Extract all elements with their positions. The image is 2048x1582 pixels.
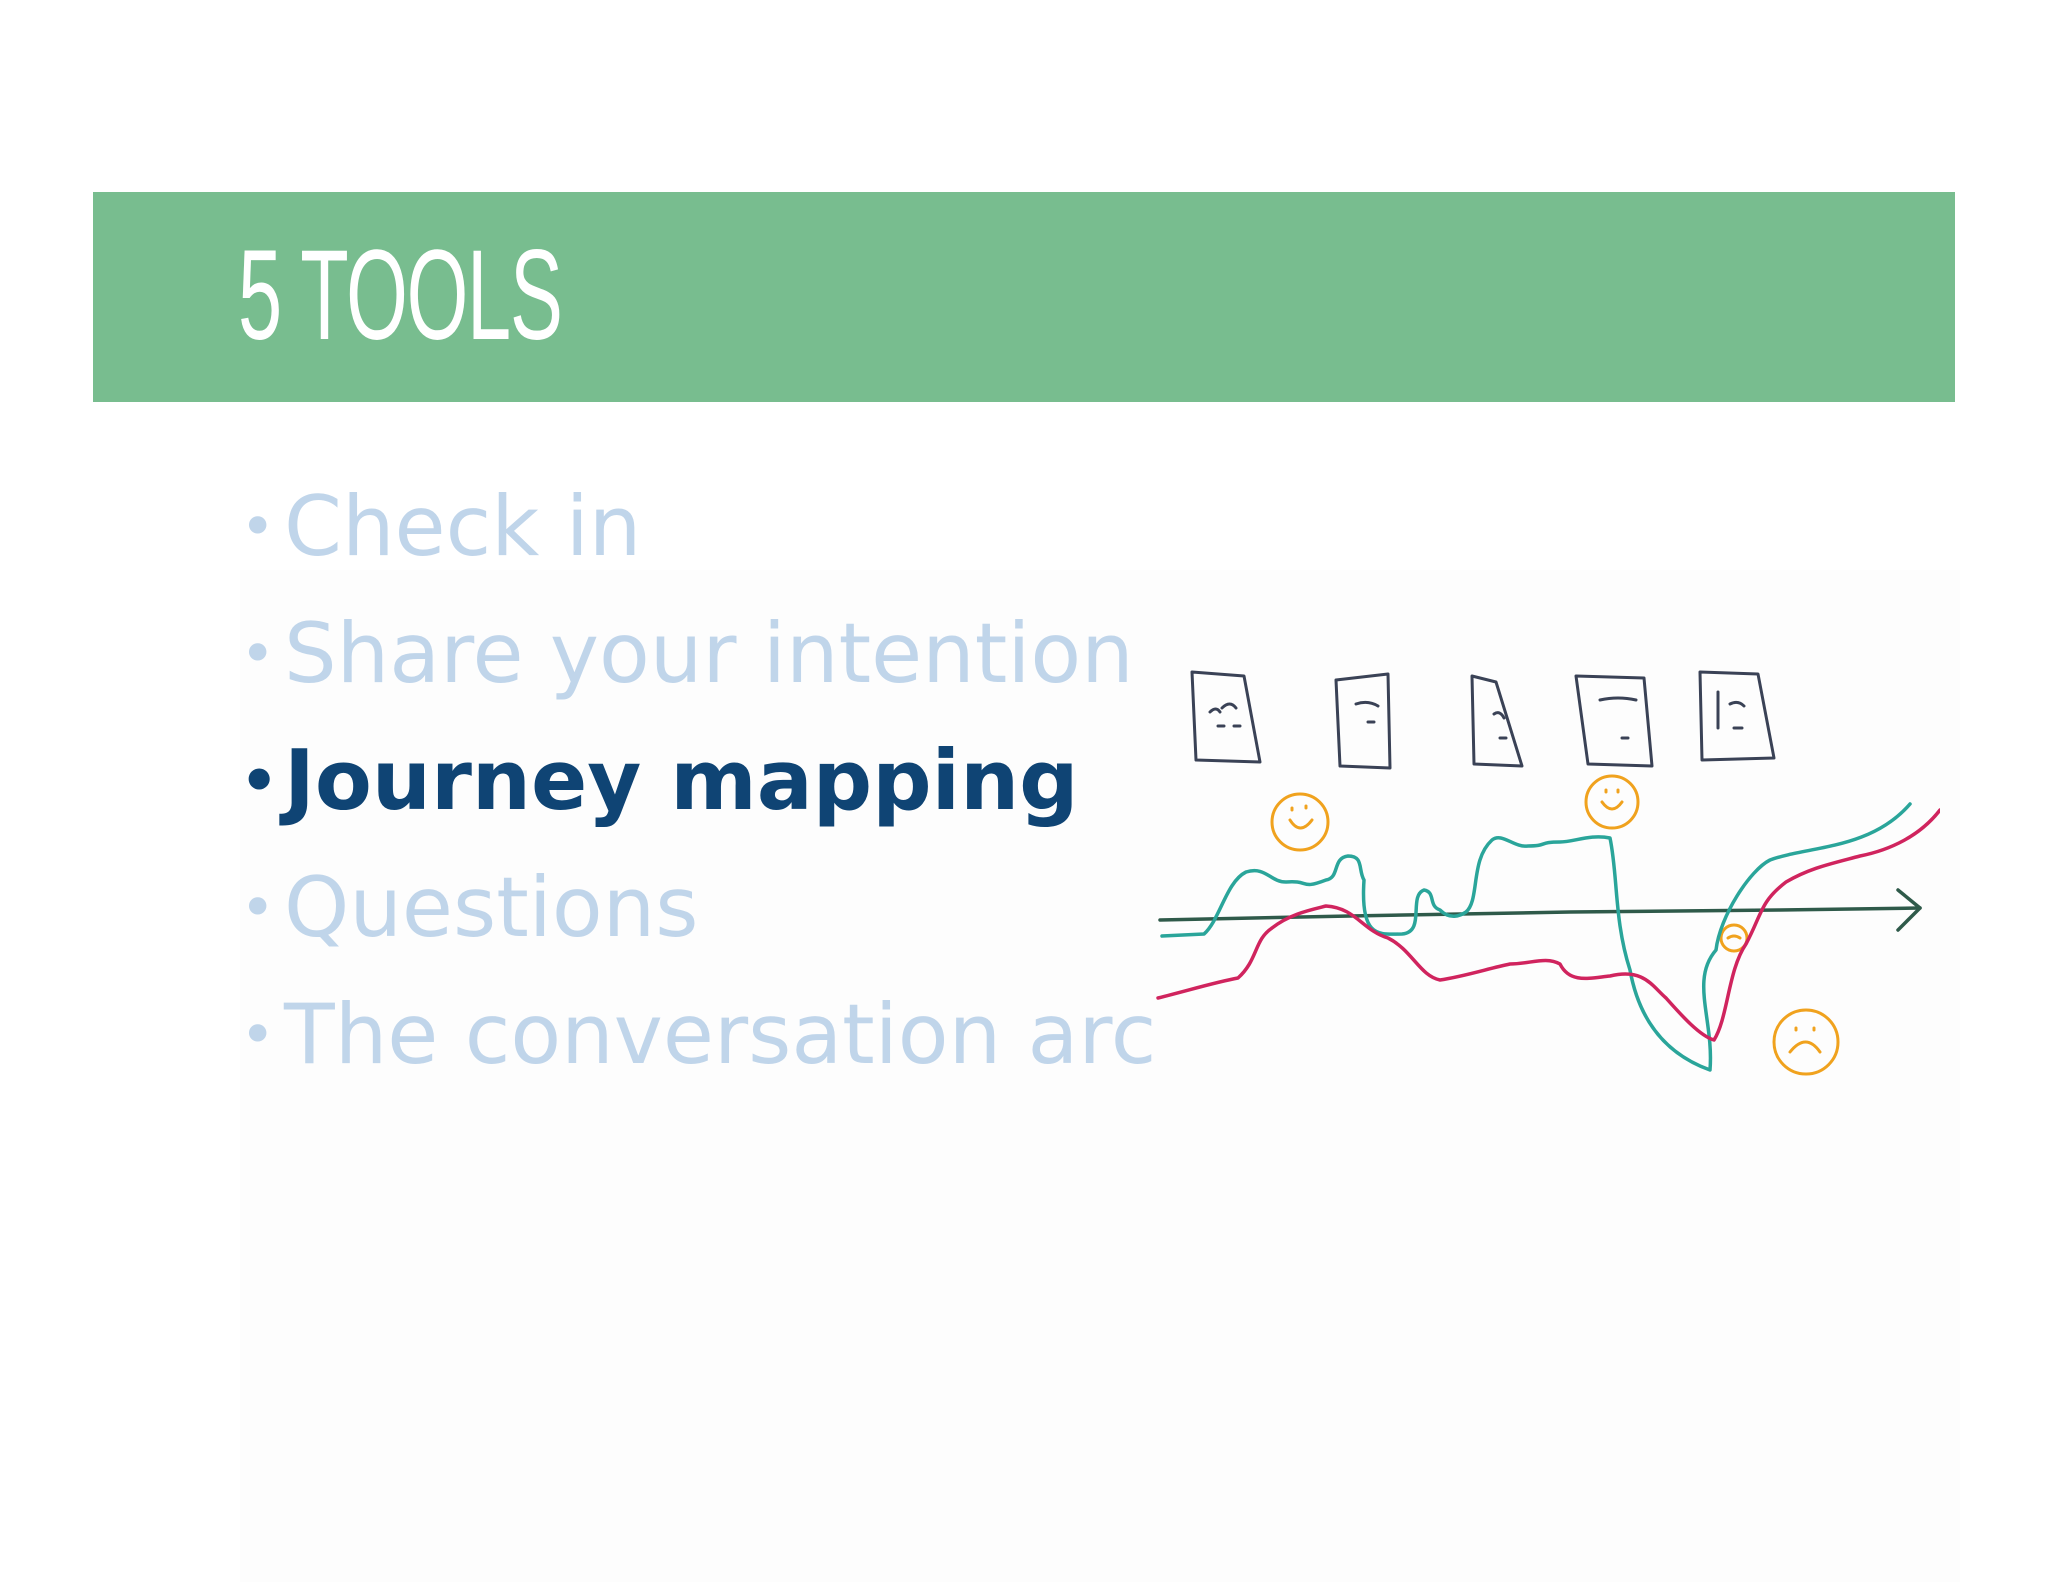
bullet-item-journey-mapping: • Journey mapping (240, 717, 1156, 844)
arrow-head-icon (1896, 888, 1922, 932)
bullet-item-check-in: • Check in (240, 463, 1156, 590)
bullet-dot: • (240, 618, 276, 689)
frame-icon (1574, 674, 1654, 768)
frame-icon (1190, 670, 1262, 764)
bullet-label: Check in (284, 478, 642, 575)
neutral-face-icon (1719, 923, 1749, 953)
bullet-item-questions: • Questions (240, 844, 1156, 971)
bullet-label: Journey mapping (284, 732, 1079, 829)
timeline-axis (1158, 906, 1922, 922)
content-area (240, 570, 1960, 1582)
bullet-dot: • (240, 872, 276, 943)
happy-face-icon (1270, 792, 1330, 852)
bullet-dot: • (240, 491, 276, 562)
bullet-label: The conversation arc (284, 986, 1157, 1083)
storyboard-frames (1190, 670, 1776, 770)
bullet-item-share-intention: • Share your intention (240, 590, 1156, 717)
bullet-item-conversation-arc: • The conversation arc (240, 971, 1156, 1098)
happy-face-icon (1584, 774, 1640, 830)
journey-line-teal (1160, 802, 1912, 1072)
journey-map-sketch (1156, 670, 1940, 1076)
frame-icon (1698, 670, 1776, 762)
sad-face-icon (1772, 1008, 1840, 1076)
bullet-dot: • (240, 745, 279, 816)
frame-icon (1470, 674, 1524, 768)
frame-icon (1334, 672, 1392, 770)
bullet-dot: • (240, 999, 276, 1070)
bullet-label: Share your intention (284, 605, 1134, 702)
journey-line-crimson (1156, 808, 1940, 1042)
bullet-label: Questions (284, 859, 699, 956)
title-bar (93, 192, 1955, 402)
slide-title: 5 TOOLS (238, 224, 563, 367)
bullet-list: • Check in • Share your intention • Jour… (240, 463, 1156, 1098)
smiley-icons (1270, 774, 1840, 1076)
